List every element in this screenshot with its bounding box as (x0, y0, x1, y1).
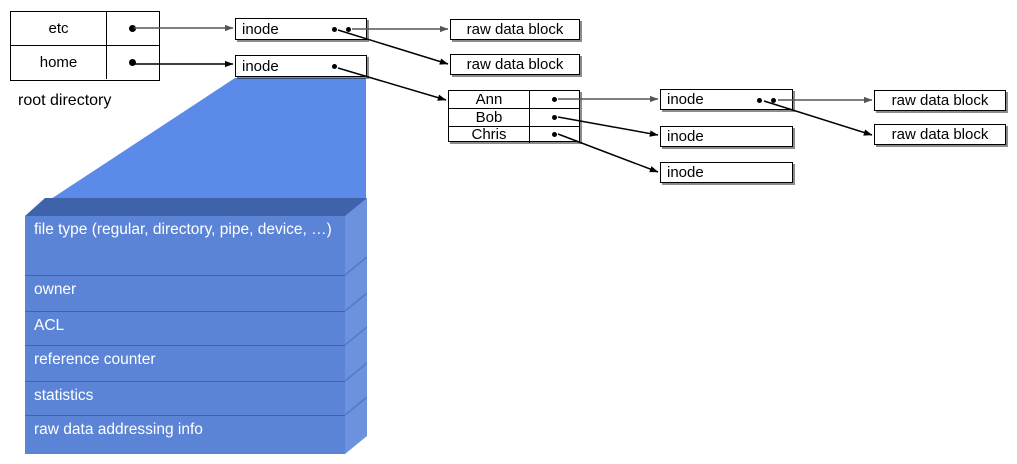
table-row[interactable]: Chris (449, 125, 579, 143)
table-row[interactable]: Ann (449, 91, 579, 109)
raw-data-block-label: raw data block (466, 21, 564, 38)
inode-box-ann[interactable]: inode (660, 89, 793, 110)
raw-data-block-label: raw data block (466, 56, 564, 73)
inode-box-chris[interactable]: inode (660, 162, 793, 183)
inode-label: inode (242, 20, 279, 38)
inode-box-etc[interactable]: inode (235, 18, 367, 40)
raw-data-block[interactable]: raw data block (874, 90, 1006, 111)
root-entry-name: etc (11, 12, 107, 46)
inode-pointer-dot-icon (757, 98, 762, 103)
inode-field-owner: owner (25, 275, 345, 311)
pointer-dot-icon (551, 132, 557, 138)
inode-detail-block: file type (regular, directory, pipe, dev… (25, 198, 367, 456)
link-inode-etc-to-block2 (337, 29, 449, 65)
inode-field-statistics: statistics (25, 381, 345, 415)
zoom-funnel (25, 78, 366, 216)
link-bob-to-inode (557, 116, 659, 137)
home-entry-name: Ann (449, 91, 530, 109)
root-directory-table: etc home (10, 11, 160, 81)
inode-field-acl: ACL (25, 311, 345, 345)
link-inode-home-to-home-dir (337, 67, 447, 101)
raw-data-block[interactable]: raw data block (450, 54, 580, 75)
root-entry-pointer[interactable] (107, 12, 158, 45)
inode-detail-3d-faces (25, 198, 367, 454)
inode-pointer-dot-icon (332, 27, 337, 32)
root-directory-caption: root directory (18, 92, 112, 109)
inode-label: inode (667, 91, 704, 108)
link-chris-to-inode (557, 133, 659, 173)
table-row[interactable]: etc (11, 12, 159, 46)
inode-pointer-dot-icon (771, 98, 776, 103)
pointer-dot-icon (129, 58, 136, 66)
inode-label: inode (667, 128, 704, 145)
table-row[interactable]: home (11, 45, 159, 79)
block-top-face (25, 198, 367, 216)
pointer-dot-icon (551, 114, 557, 120)
inode-pointer-dot-icon (346, 27, 351, 32)
inode-detail-front-face: file type (regular, directory, pipe, dev… (25, 216, 345, 454)
home-entry-pointer[interactable] (530, 109, 578, 125)
home-entry-pointer[interactable] (530, 127, 578, 143)
raw-data-block-label: raw data block (891, 92, 989, 109)
link-inode-ann-to-block2 (763, 100, 873, 136)
home-directory-table: Ann Bob Chris (448, 90, 580, 143)
home-entry-name: Bob (449, 109, 530, 126)
inode-box-bob[interactable]: inode (660, 126, 793, 147)
raw-data-block[interactable]: raw data block (874, 124, 1006, 145)
inode-field-reference-counter: reference counter (25, 345, 345, 381)
inode-box-home[interactable]: inode (235, 55, 367, 77)
pointer-dot-icon (129, 25, 136, 33)
home-entry-name: Chris (449, 126, 530, 143)
inode-label: inode (242, 57, 279, 75)
root-entry-pointer[interactable] (107, 46, 158, 78)
raw-data-block[interactable]: raw data block (450, 19, 580, 40)
home-entry-pointer[interactable] (530, 91, 578, 108)
table-row[interactable]: Bob (449, 108, 579, 126)
inode-pointer-dot-icon (332, 64, 337, 69)
inode-field-file-type: file type (regular, directory, pipe, dev… (25, 216, 345, 275)
root-entry-name: home (11, 46, 107, 79)
inode-label: inode (667, 164, 704, 181)
pointer-dot-icon (551, 97, 557, 103)
raw-data-block-label: raw data block (891, 126, 989, 143)
inode-field-raw-data-addressing: raw data addressing info (25, 415, 345, 454)
